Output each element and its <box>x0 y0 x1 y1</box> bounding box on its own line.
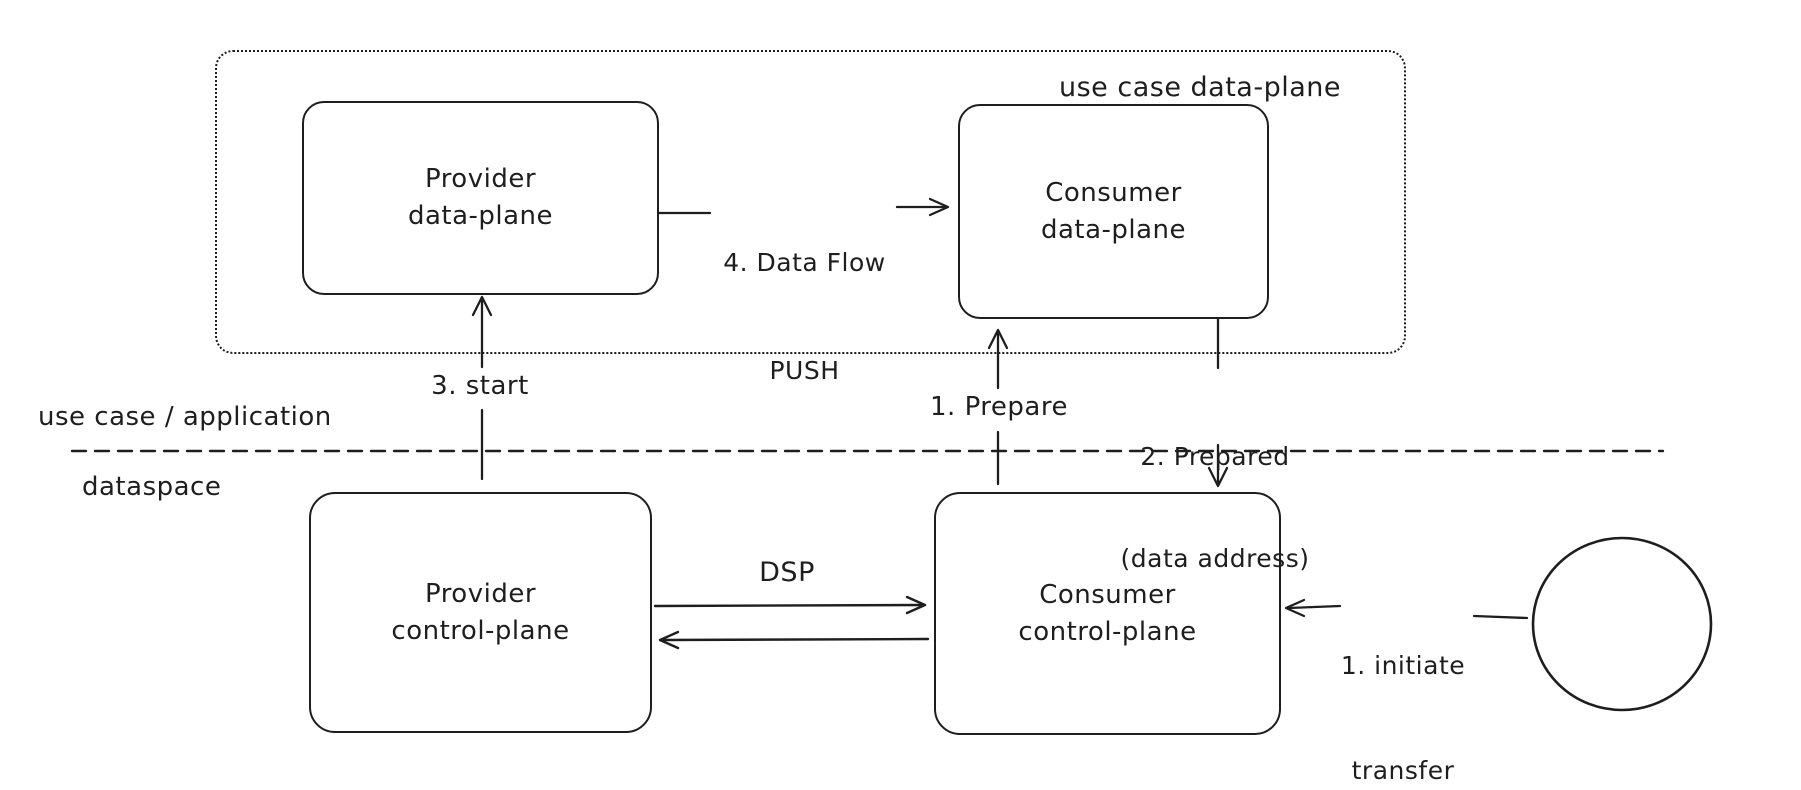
initiate-transfer-arrow <box>1284 598 1529 620</box>
consumer-control-plane-node: Consumer control-plane <box>934 492 1281 735</box>
prepared-label: 2. Prepared (data address) <box>1105 372 1325 644</box>
prepared-arrow <box>1207 316 1229 488</box>
dsp-label: DSP <box>759 557 815 588</box>
provider-control-plane-node: Provider control-plane <box>309 492 652 733</box>
start-label: 3. start <box>431 371 529 401</box>
initiate-transfer-label-line1: 1. initiate <box>1340 651 1466 680</box>
provider-data-plane-label-line1: Provider <box>424 164 537 194</box>
provider-control-plane-label-line1: Provider <box>424 578 537 609</box>
consumer-data-plane-node: Consumer data-plane <box>958 104 1269 319</box>
consumer-data-plane-label-line1: Consumer <box>1045 177 1182 208</box>
prepared-label-line2: (data address) <box>1120 544 1310 573</box>
initiate-transfer-label-line2: transfer <box>1351 756 1455 785</box>
initiate-transfer-label: 1. initiate transfer <box>1330 578 1476 790</box>
zone-lower-label: dataspace <box>82 472 222 502</box>
prepared-label-line1: 2. Prepared <box>1140 442 1290 471</box>
consumer-control-plane-label-line2: control-plane <box>1018 616 1197 647</box>
use-case-data-plane-group <box>215 50 1406 354</box>
provider-control-plane-label-line2: control-plane <box>391 615 570 646</box>
prepare-label: 1. Prepare <box>930 392 1068 422</box>
use-case-data-plane-group-label: use case data-plane <box>1040 10 1360 165</box>
dsp-request-arrow <box>653 595 927 615</box>
consumer-data-plane-label-line2: data-plane <box>1040 214 1187 245</box>
consumer-control-plane-label-line1: Consumer <box>1039 579 1176 610</box>
zone-upper-label: use case / application <box>38 402 332 432</box>
group-label-text: use case data-plane <box>1059 72 1341 103</box>
actor-circle <box>1531 536 1713 712</box>
data-flow-push-label: 4. Data Flow PUSH <box>707 173 902 461</box>
dsp-response-arrow <box>658 630 930 650</box>
provider-data-plane-label-line2: data-plane <box>407 201 554 231</box>
start-arrow <box>471 295 493 481</box>
data-flow-push-label-line1: 4. Data Flow <box>723 248 886 277</box>
data-flow-push-label-line2: PUSH <box>769 356 840 385</box>
data-flow-push-arrow <box>656 197 950 217</box>
provider-data-plane-node: Provider data-plane <box>302 101 659 295</box>
prepare-arrow <box>987 328 1009 486</box>
